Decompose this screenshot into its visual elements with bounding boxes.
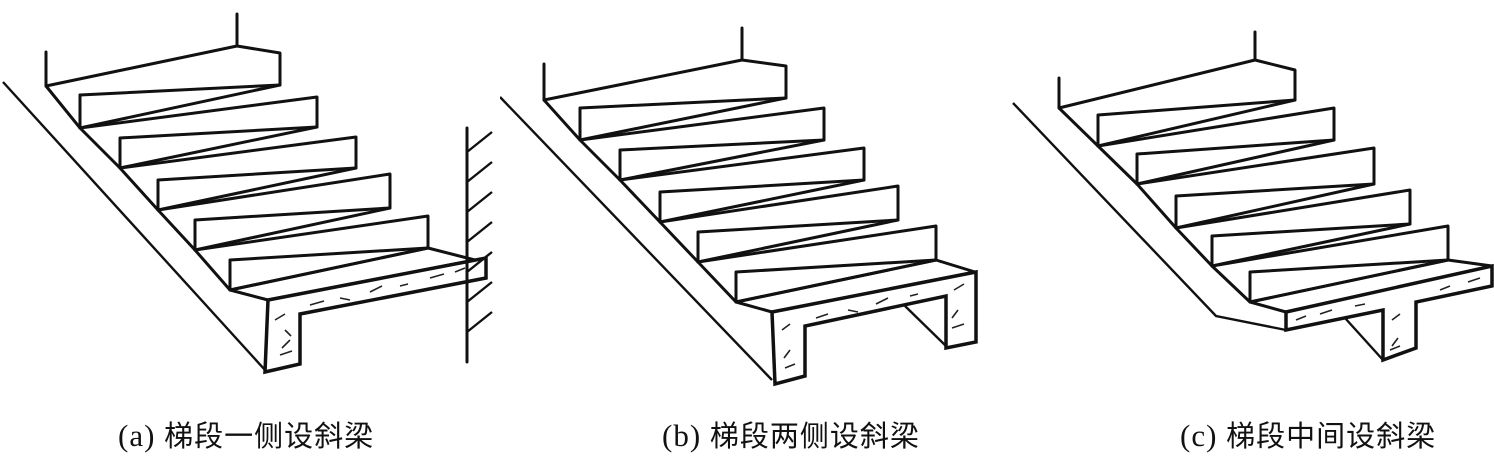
- caption-b-text: 梯段两侧设斜梁: [709, 419, 920, 453]
- slanted-beam-section: [1284, 263, 1494, 363]
- caption-b: (b) 梯段两侧设斜梁: [662, 413, 920, 455]
- slanted-beams-section: [770, 269, 978, 387]
- caption-c-label: (c): [1180, 418, 1218, 453]
- figure-c-middle-beam: [1000, 0, 1494, 400]
- caption-a: (a) 梯段一侧设斜梁: [118, 413, 374, 455]
- stair-diagram-c: [1012, 30, 1494, 363]
- figure-a-one-side-beam: [0, 0, 500, 400]
- stair-diagram-a: [2, 12, 493, 375]
- stair-diagram-b: [500, 26, 978, 387]
- figure-b-both-sides-beams: [500, 0, 1000, 400]
- caption-a-label: (a): [118, 418, 156, 453]
- caption-c: (c) 梯段中间设斜梁: [1180, 413, 1436, 455]
- caption-c-text: 梯段中间设斜梁: [1226, 419, 1437, 453]
- wall-hatch-icon: [465, 126, 493, 364]
- caption-b-label: (b): [662, 418, 702, 453]
- caption-a-text: 梯段一侧设斜梁: [164, 419, 375, 453]
